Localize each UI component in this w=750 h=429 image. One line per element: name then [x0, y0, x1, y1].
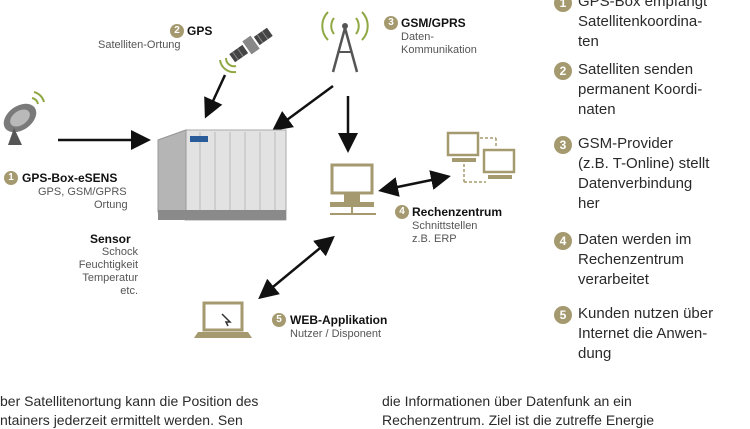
arrow-sat-to-box	[204, 74, 227, 119]
rechenzentrum-title: Rechenzentrum	[412, 205, 503, 219]
step-number-badge: 5	[272, 313, 286, 327]
step-number-badge: 3	[384, 16, 398, 30]
body-text-left-line1: ber Satellitenortung kann die Position d…	[0, 393, 259, 409]
gsm-title: GSM/GPRS	[401, 16, 466, 30]
list-item-number: 1	[554, 0, 572, 12]
body-text-left-line2: ntainers jederzeit ermittelt werden. Sen	[0, 412, 243, 428]
gps-box-title: GPS-Box-eSENS	[22, 171, 118, 185]
sensor-item: etc.	[120, 285, 138, 297]
body-text-right-line1: die Informationen über Datenfunk an ein	[382, 393, 632, 409]
web-app-subtitle: Nutzer / Disponent	[290, 328, 382, 340]
gps-box-subtitle-line2: Ortung	[94, 199, 128, 211]
list-item-number: 2	[554, 62, 572, 80]
step-number-badge: 2	[170, 24, 184, 38]
rechenzentrum-subtitle-line1: Schnittstellen	[412, 220, 478, 232]
web-app-title: WEB-Applikation	[290, 313, 388, 327]
gps-subtitle: Satelliten-Ortung	[98, 39, 181, 51]
arrow-antenna-to-box	[271, 84, 334, 131]
step-number-badge: 4	[395, 205, 409, 219]
rechenzentrum-subtitle-line2: z.B. ERP	[412, 233, 457, 245]
list-item-number: 3	[554, 136, 572, 154]
gsm-subtitle-line1: Daten-	[401, 31, 435, 43]
list-item-number: 4	[554, 232, 572, 250]
arrow-server-to-network	[378, 170, 451, 197]
list-item-number: 5	[554, 306, 572, 324]
sensor-item: Schock	[101, 246, 138, 258]
gps-title: GPS	[187, 24, 213, 38]
sensor-title: Sensor	[90, 232, 131, 246]
step-number-badge: 1	[4, 171, 18, 185]
arrow-web-to-server	[258, 235, 335, 300]
body-text-right-line2: Rechenzentrum. Ziel ist die zutreffe Ene…	[382, 412, 655, 428]
gps-box-subtitle-line1: GPS, GSM/GPRS	[38, 186, 127, 198]
sensor-item: Feuchtigkeit	[78, 259, 138, 271]
gsm-subtitle-line2: Kommunikation	[401, 44, 477, 56]
sensor-item: Temperatur	[82, 272, 138, 284]
